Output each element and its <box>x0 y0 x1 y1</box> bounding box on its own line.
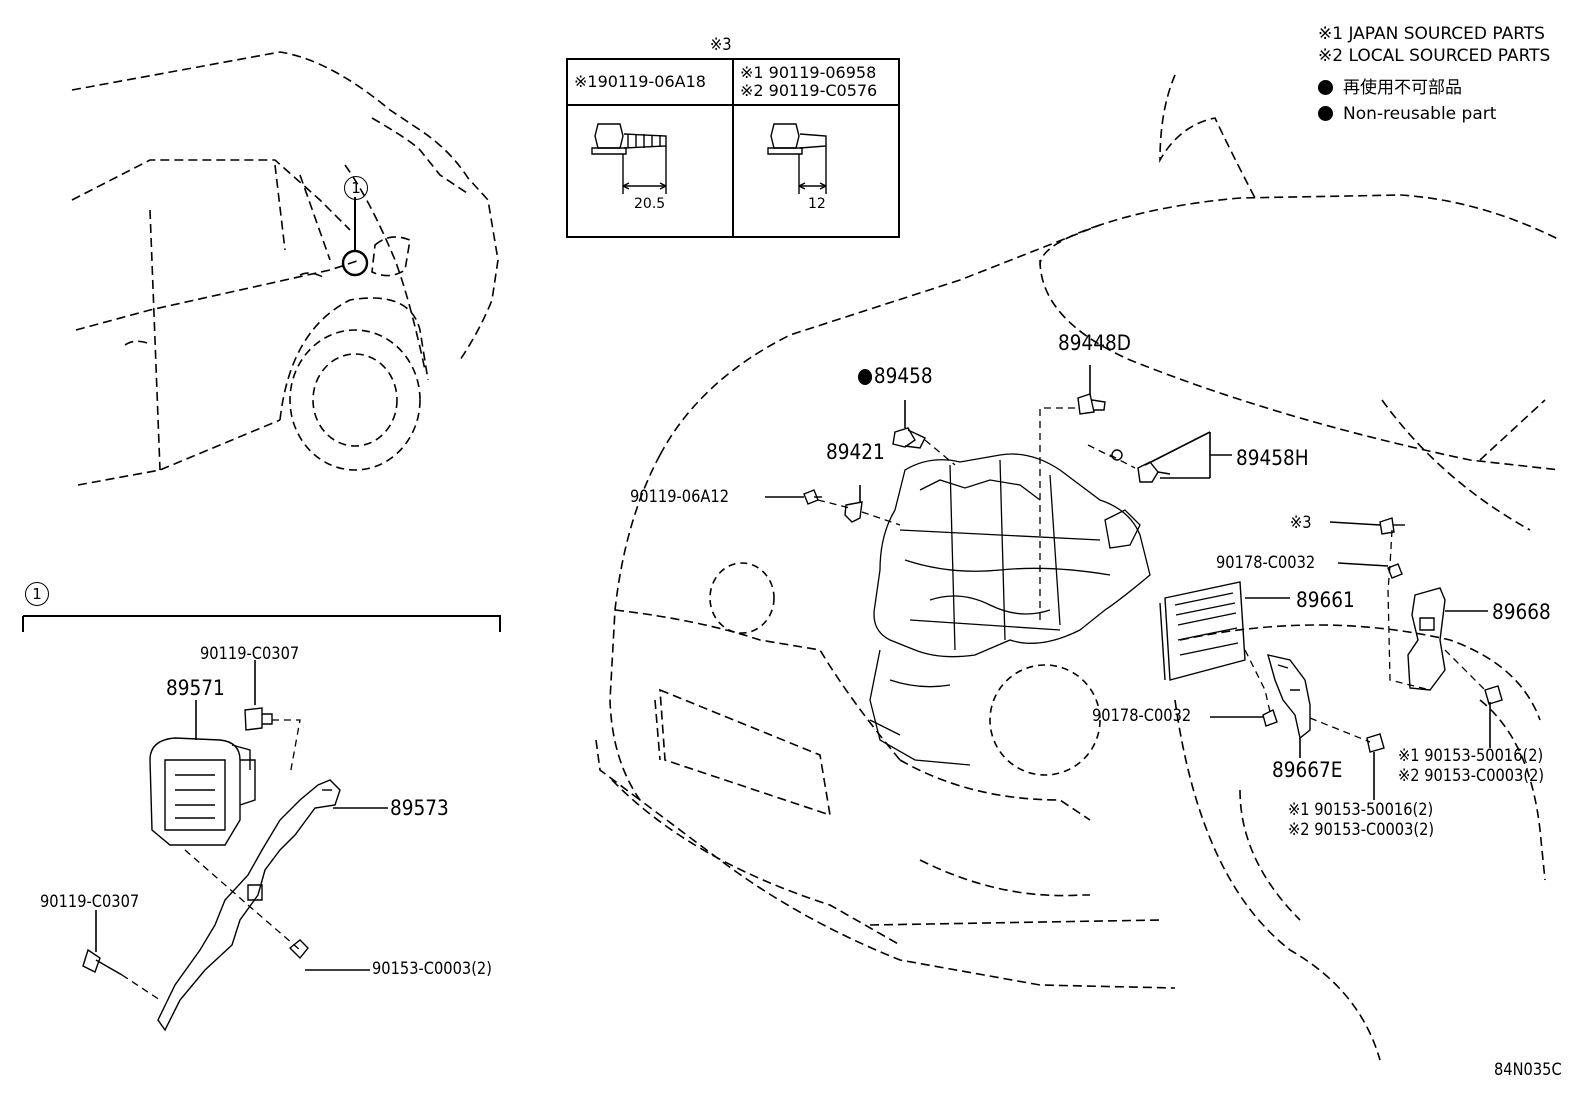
label-90178-c0032-top: 90178-C0032 <box>1216 553 1316 573</box>
bolt-col1-header: ※190119-06A18 <box>566 58 734 106</box>
bracket-89573-drawing <box>157 779 341 1032</box>
ecu-89571-drawing <box>149 737 256 846</box>
label-89458H: 89458H <box>1236 446 1309 470</box>
rear-wheel-hub <box>312 353 398 447</box>
bracket-89667E <box>1267 654 1311 740</box>
label-89667E: 89667E <box>1272 758 1343 782</box>
bolt-long-icon <box>591 123 667 194</box>
nonreusable-dot-icon <box>858 369 873 385</box>
label-lower-note-2: ※2 90153-C0003(2) <box>1288 820 1435 840</box>
diagram-code: 84N035C <box>1494 1060 1562 1080</box>
bolt-table: ※190119-06A18 ※1 90119-06958 ※2 90119-C0… <box>566 58 900 238</box>
headlamp-left <box>709 562 775 634</box>
bolt-col2-illustration: 12 <box>732 104 900 238</box>
label-89458-text: 89458 <box>873 364 933 388</box>
car-rear-outline <box>71 51 499 486</box>
label-right-note-1: ※1 90153-50016(2) <box>1398 746 1544 766</box>
fasteners-left <box>82 707 309 976</box>
label-90153-c0003: 90153-C0003(2) <box>372 959 492 979</box>
car-rear-callout: 1 <box>344 176 368 200</box>
sensor-89421 <box>844 501 863 523</box>
label-89458: 89458 <box>858 366 933 387</box>
bolt-col2-header-line2: ※2 90119-C0576 <box>740 81 878 100</box>
bolt-90119-06A12 <box>803 489 822 505</box>
label-89661: 89661 <box>1296 588 1355 612</box>
legend-note-1: ※1 JAPAN SOURCED PARTS <box>1318 24 1545 44</box>
nonreusable-dot-icon <box>1318 106 1333 121</box>
label-90178-c0032-mid: 90178-C0032 <box>1092 706 1192 726</box>
legend-nonreusable-jp-text: 再使用不可部品 <box>1343 78 1462 98</box>
dashed-guides-left <box>121 719 301 1001</box>
label-89573: 89573 <box>390 796 449 820</box>
rear-locator-circle <box>341 249 369 277</box>
detail-callout-number: 1 <box>25 582 49 606</box>
sensor-89448D <box>1077 393 1106 415</box>
label-89668: 89668 <box>1492 600 1551 624</box>
ecu-89661 <box>1159 581 1246 681</box>
bolt-short-icon <box>767 123 827 194</box>
label-89421: 89421 <box>826 440 885 464</box>
nonreusable-dot-icon <box>1318 80 1333 95</box>
legend-nonreusable-jp: 再使用不可部品 <box>1318 80 1462 97</box>
dashed-guides-engine <box>817 407 1486 743</box>
bolt-col1-illustration: 20.5 <box>566 104 734 238</box>
bolt-col2-header: ※1 90119-06958 ※2 90119-C0576 <box>732 58 900 106</box>
bolt-col2-header-line1: ※1 90119-06958 <box>740 63 877 82</box>
legend-nonreusable-en-text: Non-reusable part <box>1343 104 1497 124</box>
leaders-left <box>95 660 388 971</box>
front-wheel-hint <box>989 664 1101 776</box>
label-note-3: ※3 <box>1290 513 1312 533</box>
engine-block-drawing <box>869 453 1151 766</box>
legend-nonreusable-en: Non-reusable part <box>1318 106 1496 123</box>
leaders-engine <box>765 365 1491 800</box>
bracket-89668 <box>1407 587 1446 691</box>
car-front-outline <box>595 74 1561 1061</box>
label-90119-06A12: 90119-06A12 <box>630 487 729 507</box>
label-90119-c0307-top: 90119-C0307 <box>200 644 300 664</box>
bolt-col1-dimension: 20.5 <box>634 196 666 212</box>
label-89571: 89571 <box>166 676 225 700</box>
label-89448D: 89448D <box>1058 331 1132 355</box>
legend-note-2: ※2 LOCAL SOURCED PARTS <box>1318 46 1551 66</box>
label-right-note-2: ※2 90153-C0003(2) <box>1398 766 1545 786</box>
bolt-table-title: ※3 <box>710 35 732 55</box>
detail-callout: 1 <box>25 582 49 606</box>
rear-wheel <box>289 329 421 471</box>
sensor-89458 <box>892 427 926 449</box>
label-lower-note-1: ※1 90153-50016(2) <box>1288 800 1434 820</box>
car-rear-callout-number: 1 <box>344 176 368 200</box>
bolt-col2-dimension: 12 <box>808 196 826 212</box>
detail-frame <box>22 615 501 632</box>
label-90119-c0307-bottom: 90119-C0307 <box>40 892 140 912</box>
